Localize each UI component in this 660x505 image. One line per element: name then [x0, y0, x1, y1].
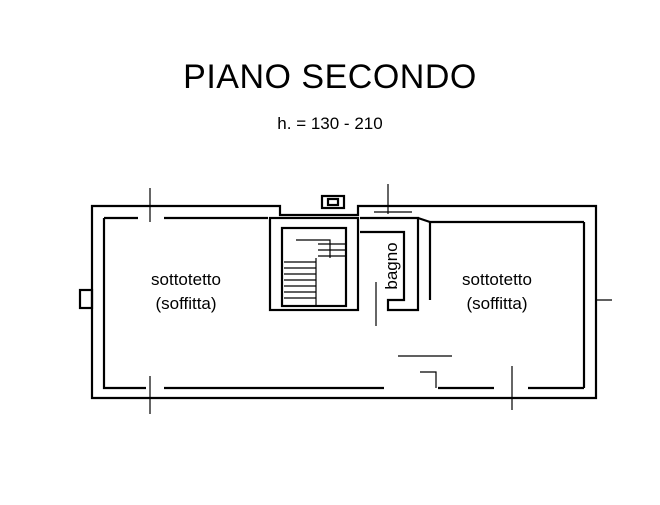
window-top-left [140, 188, 162, 222]
stair-inner [280, 226, 348, 308]
bath-wall [360, 216, 420, 312]
right-room-wall [417, 216, 432, 300]
room-label-right-1: sottotetto [462, 270, 532, 289]
room-label-right-2: (soffitta) [466, 294, 527, 313]
window-top-mid [374, 184, 412, 214]
stair-treads [284, 243, 346, 299]
plan-title: PIANO SECONDO [183, 58, 477, 96]
window-right [583, 290, 612, 312]
stair-core [268, 216, 360, 312]
room-label-bath: bagno [382, 242, 401, 289]
room-label-left-1: sottotetto [151, 270, 221, 289]
room-label-left-2: (soffitta) [155, 294, 216, 313]
window-bottom-left [138, 376, 162, 414]
plan-subtitle: h. = 130 - 210 [277, 114, 383, 133]
chimney [320, 194, 346, 210]
wall-vent [78, 288, 94, 310]
window-bottom-right [494, 366, 528, 410]
inner-wall-left [102, 218, 146, 390]
